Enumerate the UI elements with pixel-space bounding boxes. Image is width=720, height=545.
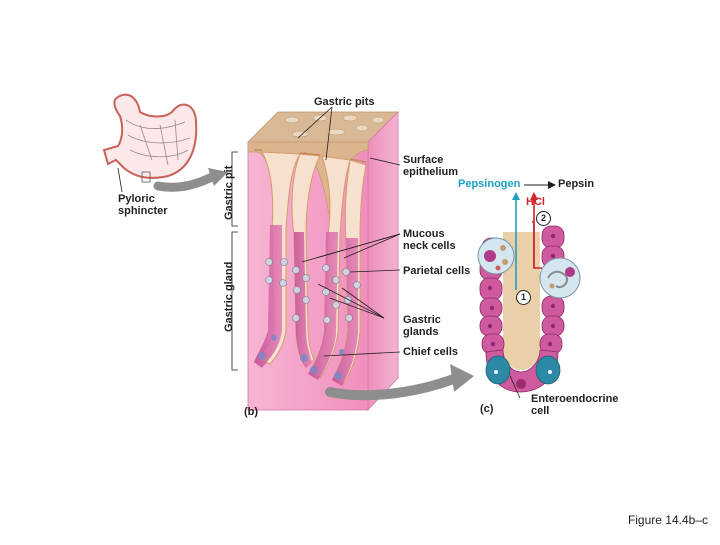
enteroendocrine-leader	[509, 375, 521, 399]
stomach-illustration	[102, 93, 228, 193]
gastric-gland-3	[308, 155, 351, 380]
enteroendocrine-cell-right	[535, 355, 561, 385]
enteroendocrine-cell-label: Enteroendocrine cell	[531, 393, 619, 417]
enteroendocrine-cell-left	[485, 355, 511, 385]
parietal-cell-left	[477, 237, 515, 275]
gastric-pits-leaders	[297, 106, 333, 161]
parietal-cells-b	[265, 258, 361, 324]
zoom-arrow-c	[325, 364, 474, 401]
gland-detail	[477, 181, 581, 399]
gastric-pits-label: Gastric pits	[314, 96, 375, 108]
gastric-pit-label: Gastric pit	[223, 165, 235, 220]
surface-epithelium-label: Surface epithelium	[403, 154, 459, 178]
chief-cells-label: Chief cells	[403, 346, 459, 358]
gland-base	[485, 349, 561, 393]
pepsin-label: Pepsin	[558, 178, 595, 190]
gastric-gland-1	[254, 151, 301, 368]
region-brackets	[231, 151, 238, 371]
chief-leader	[323, 351, 401, 357]
pepsinogen-label: Pepsinogen	[458, 178, 521, 190]
parietal-cells-label: Parietal cells	[403, 265, 471, 277]
mucous-neck-leaders	[301, 233, 401, 263]
step-1-badge: 1	[516, 290, 531, 305]
panel-b-label: (b)	[244, 406, 259, 418]
pyloric-sphincter-label: Pyloric sphincter	[118, 193, 168, 217]
chief-cells-b	[258, 335, 345, 380]
gastric-glands-leaders	[317, 283, 385, 319]
nuclei	[487, 233, 556, 347]
mucosa-block	[247, 111, 399, 412]
hcl-label: HCl	[526, 196, 545, 208]
surface-epithelium-leader	[369, 157, 401, 166]
mucous-neck-cells-label: Mucous neck cells	[403, 228, 456, 252]
parietal-leader	[349, 269, 401, 273]
step-2-badge: 2	[536, 211, 551, 226]
gastric-glands-label: Gastric glands	[403, 314, 441, 338]
panel-c-label: (c)	[480, 403, 494, 415]
pyloric-leader-line	[117, 167, 123, 193]
parietal-cell-right	[539, 257, 581, 299]
zoom-arrow-b	[208, 168, 228, 186]
gastric-gland-label: Gastric gland	[223, 261, 235, 332]
figure-caption: Figure 14.4b–c	[627, 513, 708, 527]
pylorus-inset-box	[141, 171, 151, 183]
